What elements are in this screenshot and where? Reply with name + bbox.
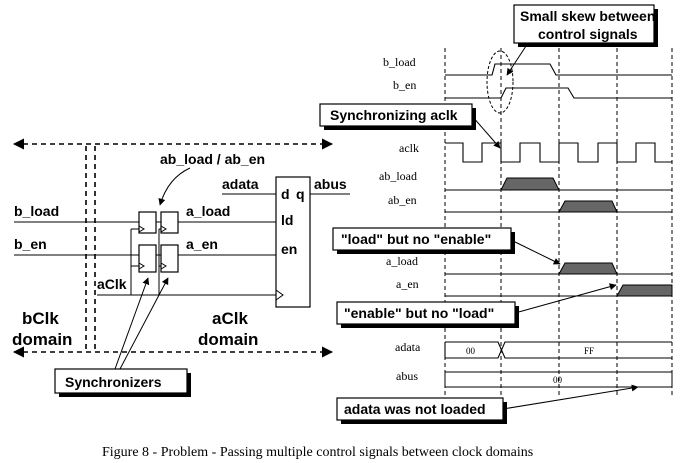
wave-ab-en-pulse [558, 200, 618, 213]
wave-label-b-load: b_load [383, 55, 416, 69]
wave-a-en-pulse [616, 284, 673, 297]
skew-callout-line2: control signals [538, 26, 638, 42]
adata-value-00: 00 [466, 346, 476, 356]
wave-label-ab-load: ab_load [379, 169, 417, 183]
skew-callout-line1: Small skew between [520, 8, 655, 24]
load-no-enable-callout [332, 227, 512, 251]
aclk-domain-label-1: aClk [212, 309, 248, 328]
abus-value-00: 00 [553, 375, 563, 385]
wave-label-a-load: a_load [386, 254, 418, 268]
ab-load-arrow [158, 167, 191, 206]
synchronizer-load-ff1 [138, 211, 157, 234]
adata-not-loaded-text: adata was not loaded [344, 401, 486, 417]
synchronizers-callout [54, 368, 188, 394]
b-en-input-label: b_en [14, 236, 47, 252]
wave-a-load-pulse [558, 262, 618, 275]
skew-callout [513, 4, 655, 44]
wave-label-a-en: a_en [396, 277, 419, 291]
wave-label-ab-en: ab_en [388, 193, 417, 207]
pin-en: en [281, 241, 297, 257]
wave-b-en [445, 87, 672, 99]
ab-load-ab-en-label: ab_load / ab_en [160, 151, 265, 167]
wave-aclk [445, 142, 672, 163]
bclk-domain-label-1: bClk [22, 309, 59, 328]
pin-ld: ld [281, 212, 293, 228]
aclk-domain-label-2: domain [198, 330, 258, 349]
skew-highlight-ellipse [486, 50, 514, 114]
aclk-input-label: aClk [97, 276, 127, 292]
synchronizer-en-ff2 [160, 244, 179, 273]
synchronizers-text: Synchronizers [65, 374, 162, 390]
a-load-label: a_load [186, 203, 230, 219]
wave-b-load [445, 63, 672, 76]
wave-label-b-en: b_en [393, 78, 416, 92]
sync-aclk-text: Synchronizing aclk [330, 107, 458, 123]
a-en-label: a_en [186, 236, 218, 252]
pin-d: d [281, 186, 290, 202]
adata-value-ff: FF [584, 346, 594, 356]
wave-label-aclk: aclk [399, 141, 419, 155]
synchronizer-load-ff2 [160, 211, 179, 234]
wave-label-abus: abus [396, 369, 418, 383]
b-load-input-label: b_load [14, 203, 59, 219]
data-register [275, 176, 311, 308]
sync-aclk-callout [319, 103, 473, 127]
wave-ab-load-pulse [500, 177, 560, 191]
wave-label-adata: adata [395, 340, 421, 354]
adata-input-label: adata [222, 176, 259, 192]
figure-caption: Figure 8 - Problem - Passing multiple co… [102, 445, 533, 460]
synchronizer-en-ff1 [138, 244, 157, 273]
pin-q: q [296, 186, 305, 202]
load-no-enable-text: "load" but no "enable" [341, 231, 491, 247]
bclk-domain-label-2: domain [12, 330, 72, 349]
abus-output-label: abus [314, 176, 347, 192]
enable-no-load-text: "enable" but no "load" [344, 305, 494, 321]
